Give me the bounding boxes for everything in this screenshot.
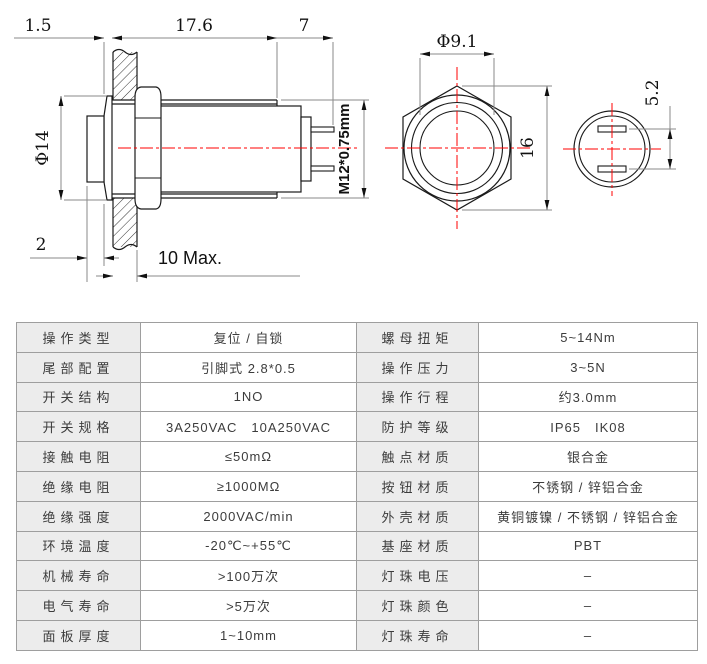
dim-bezel: 2 [36,235,47,255]
spec-label: 绝缘电阻 [16,470,141,502]
spec-value: – [478,590,698,621]
dim-top: 1.5 17.6 7 [14,16,334,125]
dim-panel-thickness: 10 Max. [158,248,222,268]
spec-value: 1NO [140,381,357,413]
spec-value: PBT [478,530,698,562]
spec-value: >100万次 [140,560,357,592]
spec-value: 不锈钢 / 锌铝合金 [478,470,698,502]
spec-label: 灯珠电压 [356,560,479,592]
hatch-area-bottom [113,198,137,247]
dim-thread-group: M12*0.75mm [281,99,369,199]
spec-value: 3A250VAC 10A250VAC [140,411,357,443]
spec-label: 接触电阻 [16,441,141,472]
spec-label: 防护等级 [356,411,479,443]
spec-label: 尾部配置 [16,351,141,383]
spec-value: IP65 IK08 [478,411,698,443]
spec-label: 开关规格 [16,411,141,443]
dim-bottom: 2 10 Max. [30,186,300,282]
spec-label: 机械寿命 [16,560,141,592]
dim-pin-length: 7 [299,16,310,36]
spec-label: 操作压力 [356,351,479,383]
dim-head-diameter-group: Φ14 [33,95,106,201]
table-row: 开关结构 1NO 操作行程 约3.0mm [16,381,698,413]
spec-label: 按钮材质 [356,470,479,502]
dim-button-diameter: Φ9.1 [437,32,478,52]
spec-label: 操作类型 [16,322,141,353]
dim-button-diameter-group: Φ9.1 [419,32,495,115]
spec-label: 灯珠寿命 [356,619,479,651]
spec-value: 5~14Nm [478,322,698,353]
spec-value: 3~5N [478,351,698,383]
dim-hex-size: 16 [518,137,538,159]
table-row: 操作类型 复位 / 自锁 螺母扭矩 5~14Nm [16,322,698,353]
dim-pin-spacing-group: 5.2 [629,79,676,170]
switch-body [157,105,302,193]
spec-value: 银合金 [478,441,698,472]
break-line-bottom [112,243,138,251]
break-line-top [112,48,138,56]
table-row: 尾部配置 引脚式 2.8*0.5 操作压力 3~5N [16,351,698,383]
spec-label: 面板厚度 [16,619,141,651]
front-crosshair [385,67,531,229]
spec-label: 基座材质 [356,530,479,562]
table-row: 绝缘强度 2000VAC/min 外壳材质 黄铜镀镍 / 不锈钢 / 锌铝合金 [16,500,698,532]
rear-view-drawing: 5.2 [563,79,676,196]
spec-label: 电气寿命 [16,590,141,621]
table-row: 电气寿命 >5万次 灯珠颜色 – [16,590,698,621]
dim-thread: M12*0.75mm [336,104,353,195]
hatch-area-top [113,52,137,100]
spec-value: – [478,619,698,651]
rear-crosshair [563,103,661,196]
spec-value: ≥1000MΩ [140,470,357,502]
spec-label: 开关结构 [16,381,141,413]
spec-label: 触点材质 [356,441,479,472]
spec-value: 黄铜镀镍 / 不锈钢 / 锌铝合金 [478,500,698,532]
spec-label: 绝缘强度 [16,500,141,532]
spec-value: 1~10mm [140,619,357,651]
spec-label: 操作行程 [356,381,479,413]
spec-value: – [478,560,698,592]
button-cap [86,95,113,201]
dim-head-diameter: Φ14 [33,130,53,166]
dim-flange-protrusion: 1.5 [24,16,51,36]
table-row: 机械寿命 >100万次 灯珠电压 – [16,560,698,592]
technical-drawing: 1.5 17.6 7 Φ14 [0,0,707,312]
spec-value: 2000VAC/min [140,500,357,532]
dim-body-length: 17.6 [175,16,213,36]
terminal-pins [310,126,335,172]
spec-label: 螺母扭矩 [356,322,479,353]
dim-pin-spacing: 5.2 [643,79,663,106]
table-row: 开关规格 3A250VAC 10A250VAC 防护等级 IP65 IK08 [16,411,698,443]
dim-hex-size-group: 16 [462,85,552,211]
front-view-drawing: Φ9.1 16 [385,32,552,229]
spec-table: 操作类型 复位 / 自锁 螺母扭矩 5~14Nm 尾部配置 引脚式 2.8*0.… [16,322,698,651]
spec-value: >5万次 [140,590,357,621]
spec-value: 引脚式 2.8*0.5 [140,351,357,383]
spec-value: 约3.0mm [478,381,698,413]
mounting-panel [112,48,138,251]
side-view-drawing: 1.5 17.6 7 Φ14 [14,16,369,282]
spec-value: -20℃~+55℃ [140,530,357,562]
spec-label: 环境温度 [16,530,141,562]
table-row: 面板厚度 1~10mm 灯珠寿命 – [16,619,698,651]
spec-label: 外壳材质 [356,500,479,532]
table-row: 环境温度 -20℃~+55℃ 基座材质 PBT [16,530,698,562]
spec-value: ≤50mΩ [140,441,357,472]
table-row: 绝缘电阻 ≥1000MΩ 按钮材质 不锈钢 / 锌铝合金 [16,470,698,502]
end-cap [300,116,312,182]
table-row: 接触电阻 ≤50mΩ 触点材质 银合金 [16,441,698,472]
spec-value: 复位 / 自锁 [140,322,357,353]
spec-label: 灯珠颜色 [356,590,479,621]
